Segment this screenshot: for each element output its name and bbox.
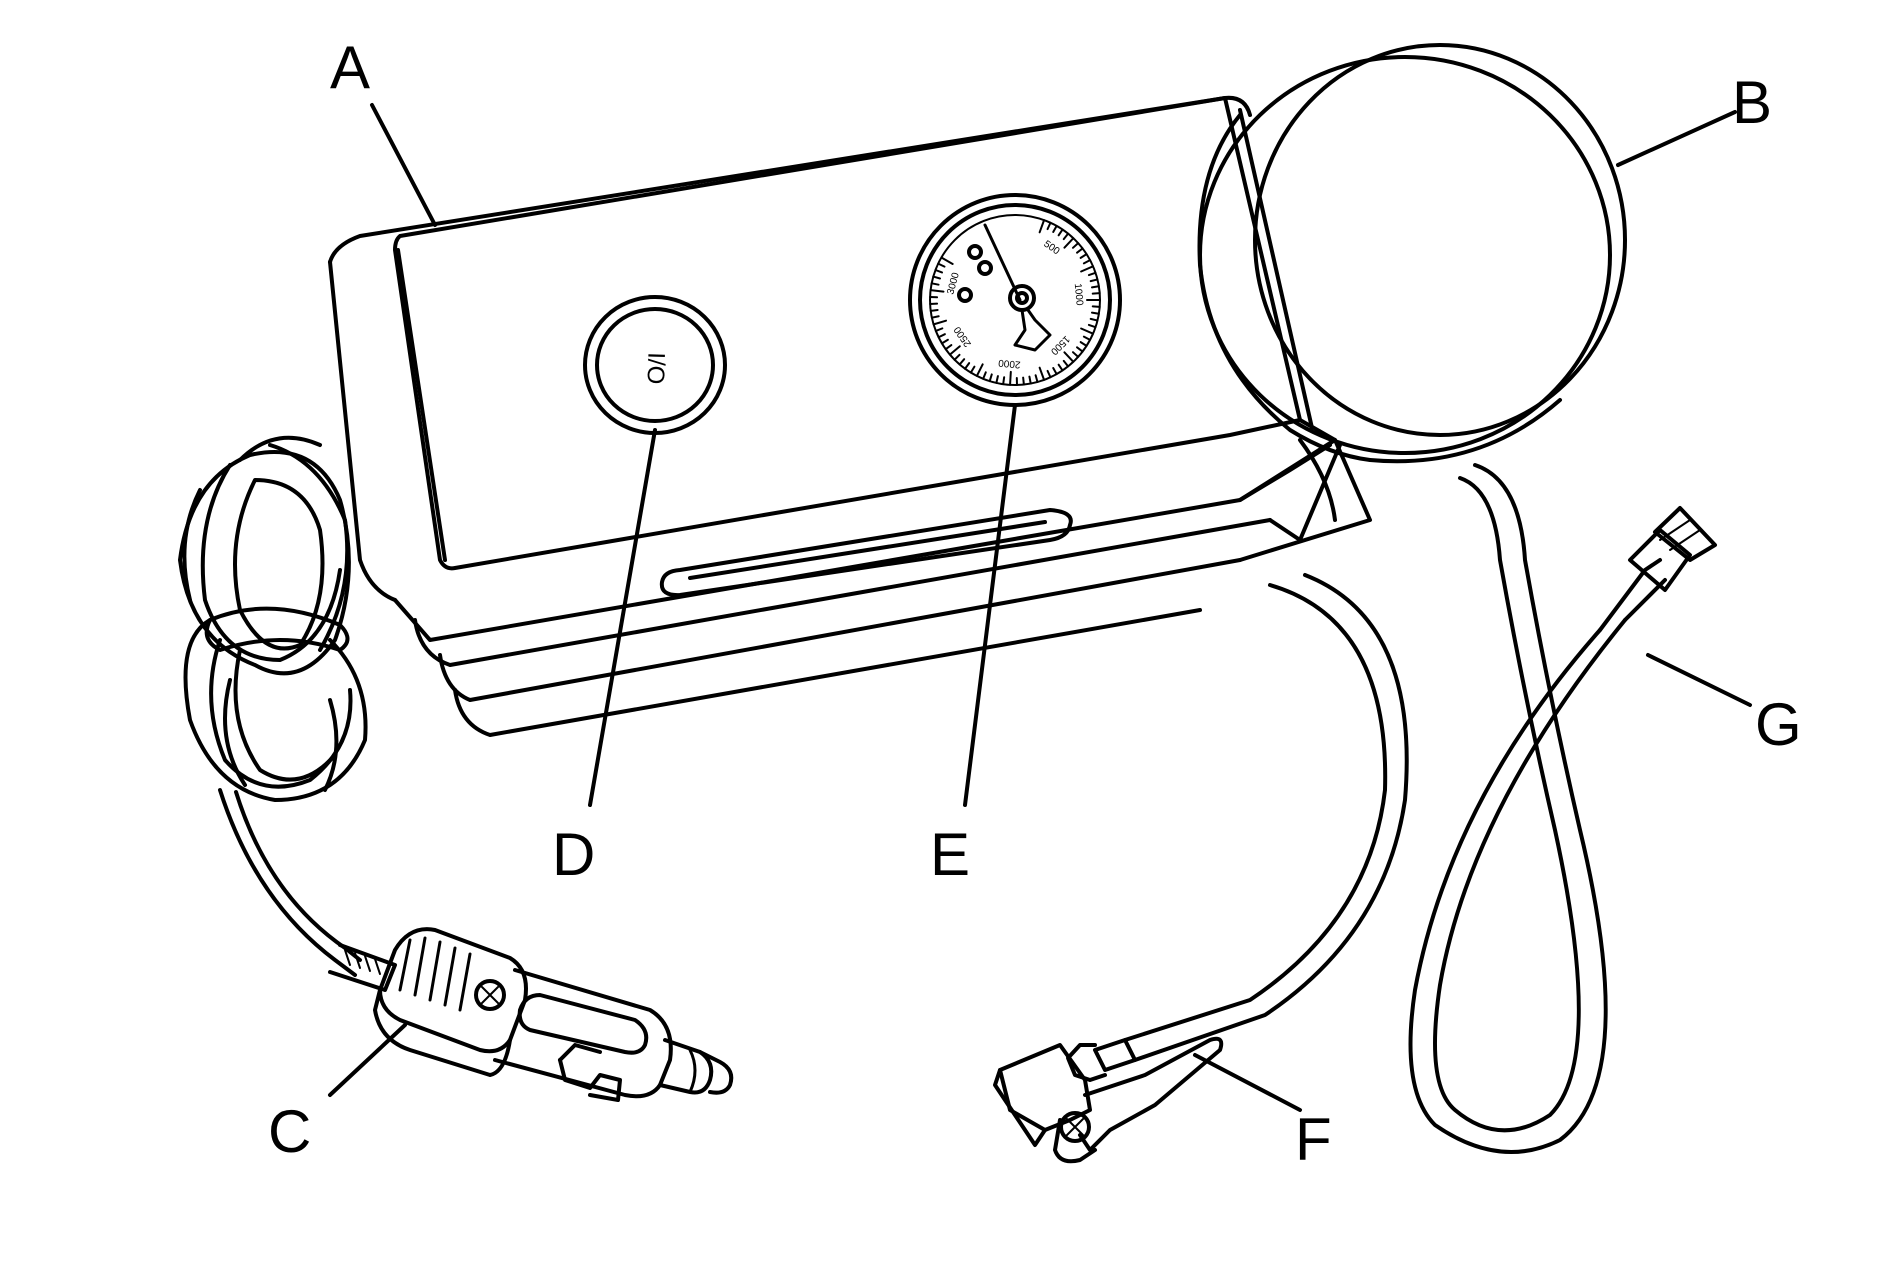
- gauge-tick: [1080, 265, 1095, 273]
- gauge-tick: [988, 373, 993, 383]
- gauge-tick-label: 1500: [1048, 333, 1072, 357]
- gauge-tick: [1071, 351, 1080, 358]
- gauge-tick: [1046, 369, 1052, 379]
- leader-a: [370, 103, 437, 227]
- gauge-tick: [934, 327, 944, 332]
- gauge-tick: [1079, 341, 1088, 347]
- gauge-tick: [1087, 271, 1097, 277]
- callout-d: D: [552, 821, 595, 888]
- gauge-tick: [932, 319, 948, 326]
- gauge-tick: [929, 289, 945, 293]
- callout-g: G: [1755, 691, 1802, 758]
- gauge-tick: [1052, 224, 1058, 234]
- gauge-tick: [1071, 242, 1080, 249]
- gauge-tick: [1079, 253, 1088, 259]
- gauge-tick: [1080, 327, 1095, 335]
- gauge-tick: [1009, 370, 1012, 386]
- gauge-tick: [1034, 374, 1039, 383]
- gauge-tick: [1087, 323, 1097, 329]
- gauge-tick: [982, 371, 987, 380]
- gauge-tick: [940, 338, 949, 345]
- gauge-tick: [1076, 346, 1084, 353]
- gauge-tick: [1038, 219, 1046, 234]
- gauge-tick: [930, 315, 940, 319]
- gauge-tick: [1082, 335, 1092, 341]
- gauge-tick: [1063, 351, 1075, 363]
- pressure-gauge: [908, 193, 1122, 407]
- gauge-tick: [934, 269, 944, 274]
- gauge-tick: [1089, 278, 1099, 283]
- power-cord: [218, 788, 362, 977]
- air-hose-chuck: [993, 573, 1409, 1164]
- gauge-tick: [1028, 375, 1032, 385]
- leader-lines: [328, 103, 1752, 1112]
- gauge-tick: [1090, 311, 1100, 315]
- gauge-tick-label: 2000: [997, 357, 1021, 370]
- compressor-housing: [328, 95, 1372, 737]
- gauge-needle: [983, 223, 1052, 352]
- leader-b: [1616, 110, 1737, 167]
- leader-e: [963, 403, 1017, 807]
- gauge-tick: [929, 308, 939, 312]
- power-cord-coil: [178, 435, 368, 802]
- leader-f: [1193, 1053, 1302, 1112]
- callout-b: B: [1732, 69, 1772, 136]
- gauge-tick: [1090, 285, 1100, 289]
- gauge-tick: [969, 365, 976, 374]
- gauge-tick: [1062, 359, 1070, 368]
- gauge-tick: [937, 262, 946, 268]
- gauge-tick: [937, 333, 946, 339]
- callout-f: F: [1295, 1106, 1332, 1173]
- gauge-tick: [975, 363, 984, 377]
- gauge-tick-label: 1000: [1072, 283, 1085, 307]
- gauge-tick: [930, 282, 940, 286]
- gauge-tick: [944, 344, 953, 351]
- gauge-tick: [1063, 237, 1075, 249]
- gauge-tick: [1076, 247, 1084, 254]
- gauge-tick: [1082, 259, 1092, 265]
- gauge-tick: [1091, 305, 1101, 308]
- gauge-tick: [940, 256, 954, 265]
- power-plug: [328, 927, 734, 1102]
- gauge-tick: [1062, 232, 1070, 241]
- gauge-tick: [1038, 366, 1046, 381]
- gauge-tick: [958, 358, 966, 366]
- callout-a: A: [330, 34, 370, 101]
- gauge-tick: [948, 345, 961, 356]
- callout-e: E: [930, 821, 970, 888]
- gauge-tick: [995, 375, 999, 384]
- gauge-tick: [964, 362, 971, 370]
- leader-c: [328, 1023, 407, 1097]
- leader-d: [588, 428, 657, 807]
- motor-cylinder: [1197, 43, 1627, 522]
- power-switch-label: I/O: [641, 352, 669, 385]
- gauge-tick: [932, 275, 942, 280]
- leader-g: [1646, 653, 1752, 707]
- gauge-tick-label: 500: [1041, 239, 1061, 258]
- gauge-tick: [1057, 363, 1064, 372]
- gauge-tick: [1002, 376, 1006, 386]
- gauge-tick: [1046, 221, 1052, 231]
- gauge-tick: [1057, 228, 1064, 237]
- gauge-tick-label: 2500: [952, 324, 974, 349]
- gauge-tick: [953, 353, 961, 361]
- gauge-tick: [1089, 317, 1099, 322]
- callout-c: C: [268, 1098, 311, 1165]
- gauge-tick: [1052, 366, 1058, 376]
- gauge-tick: [1022, 376, 1025, 386]
- accessory-hose: [1408, 463, 1717, 1154]
- gauge-tick: [1091, 292, 1101, 295]
